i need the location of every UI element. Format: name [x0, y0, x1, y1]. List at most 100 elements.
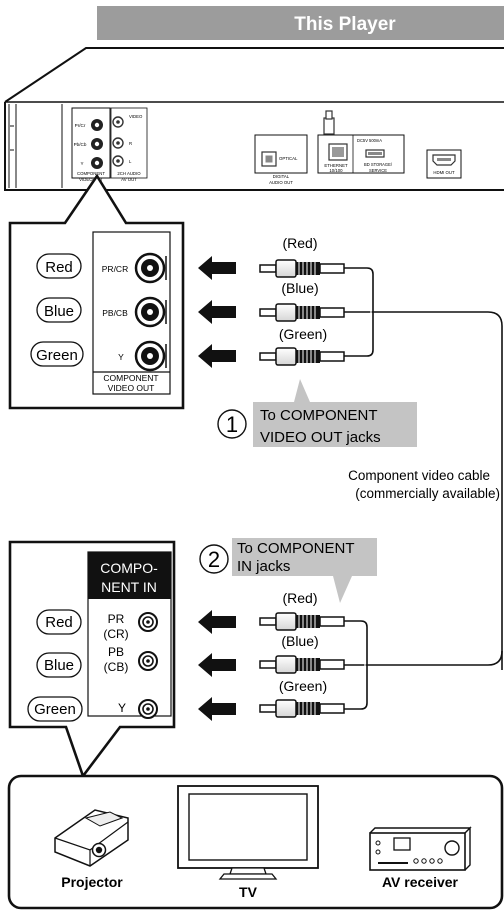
- color-pill: [36, 297, 82, 323]
- color-label-blue: Blue: [44, 657, 74, 674]
- arrow-left-icon: [198, 697, 236, 721]
- arrow-left-icon: [198, 653, 236, 677]
- callout-jack-blue: [134, 296, 166, 328]
- jack-label-pb: PB: [108, 645, 124, 659]
- step-text: To COMPONENT: [260, 407, 378, 424]
- digital-audio-label: AUDIO OUT: [269, 180, 293, 185]
- step-number: 1: [226, 412, 238, 437]
- optical-label: OPTICAL: [279, 156, 298, 161]
- arrow-left-icon: [198, 344, 236, 368]
- arrow-left-icon: [198, 256, 236, 280]
- step-text: IN jacks: [237, 558, 290, 575]
- cable-wire: [344, 267, 503, 357]
- header-title: This Player: [294, 14, 396, 35]
- antenna-icon: [323, 110, 335, 135]
- player-panel-label: VIDEO OUT: [79, 177, 103, 182]
- callout-jack-red: [134, 252, 166, 284]
- jack-label-pr-sub: (CR): [103, 627, 128, 641]
- player-jack-label: Y: [80, 161, 83, 166]
- plug-label-green: (Green): [279, 326, 327, 342]
- hdmi-label: HDMI OUT: [433, 170, 455, 175]
- cable-top: (Red) (Blue) (Green) 1: [217, 235, 503, 670]
- color-pill: [36, 253, 82, 279]
- player-audio-side: L: [129, 159, 132, 164]
- rca-plug: [259, 259, 345, 278]
- player-panel-label: COMPONENT: [77, 171, 105, 176]
- player-video-label: VIDEO: [129, 114, 143, 119]
- header-banner: This Player: [97, 6, 504, 40]
- device-label-tv: TV: [239, 884, 258, 900]
- step-text: To COMPONENT: [237, 540, 355, 557]
- color-label-blue: Blue: [44, 303, 74, 320]
- plug-label-green: (Green): [279, 678, 327, 694]
- usb-port-icon: [365, 149, 385, 158]
- player-body: [4, 47, 504, 191]
- jack-label-y: Y: [118, 701, 126, 715]
- device-jack-red: [138, 612, 158, 632]
- panel-header: [88, 552, 171, 599]
- rca-plug: [259, 612, 345, 631]
- color-pill: [30, 341, 84, 367]
- device-label-projector: Projector: [61, 874, 123, 890]
- step-number-circle: [217, 409, 247, 439]
- player-jack-pb: [91, 138, 103, 150]
- device-jack-green: [138, 699, 158, 719]
- arrow-left-icon: [198, 610, 236, 634]
- step-callout-bottom: [232, 538, 377, 603]
- player-video-jack: [112, 116, 124, 128]
- usb-power-label: DC5V 500mA: [357, 138, 382, 143]
- ethernet-label: 10/100: [329, 168, 343, 173]
- device-label-av-receiver: AV receiver: [382, 874, 459, 890]
- color-label-red: Red: [45, 259, 73, 276]
- rca-plug: [259, 347, 345, 366]
- device-component-in-panel: COMPO- NENT IN PR (CR) PB (CB) Y: [87, 551, 172, 719]
- player-audio-side: R: [129, 141, 132, 146]
- ethernet-port-icon: [328, 143, 348, 161]
- device-callout-pills: Red Blue Green: [27, 609, 83, 722]
- player-component-out: Pr/Cr Pb/Cb Y COMPONENT VIDEO OUT VIDEO …: [71, 107, 148, 182]
- player-audio-jack-r: [112, 137, 124, 149]
- player-jack-label: Pr/Cr: [75, 123, 86, 128]
- callout-jack-green: [134, 340, 166, 372]
- device-jack-blue: [138, 651, 158, 671]
- callout-panel-title: VIDEO OUT: [108, 383, 155, 393]
- ethernet-label: ETHERNET: [324, 163, 348, 168]
- arrow-left-icon: [198, 300, 236, 324]
- color-pill: [27, 696, 83, 722]
- hdmi-port-icon: [432, 154, 456, 166]
- rca-plug: [259, 699, 345, 718]
- player-audio-label: AV OUT: [121, 177, 137, 182]
- optical-port-icon: [261, 151, 277, 167]
- color-pill: [36, 609, 82, 635]
- plug-label-blue: (Blue): [281, 633, 318, 649]
- player-jack-pr: [91, 119, 103, 131]
- arrows-to-player: [198, 256, 236, 368]
- player-jack-label: Pb/Cb: [74, 142, 87, 147]
- digital-audio-label: DIGITAL: [273, 174, 290, 179]
- jack-label-y: Y: [118, 352, 124, 362]
- color-label-red: Red: [45, 614, 73, 631]
- step-callout-top: [253, 379, 417, 447]
- rca-plug: [259, 655, 345, 674]
- player-audio-label: 2CH AUDIO: [117, 171, 141, 176]
- player-jack-y: [91, 157, 103, 169]
- step-text: VIDEO OUT jacks: [260, 429, 381, 446]
- bd-storage-label: SERVICE: [369, 168, 387, 173]
- color-label-green: Green: [34, 701, 76, 718]
- cable-wire: [344, 620, 503, 710]
- rca-plug: [259, 303, 345, 322]
- cable-note: (commercially available): [355, 486, 500, 501]
- callout-panel-title: COMPONENT: [103, 373, 158, 383]
- panel-title: NENT IN: [101, 579, 157, 595]
- jack-label-pb-sub: (CB): [104, 660, 129, 674]
- step-number-circle: [199, 544, 229, 574]
- color-pill: [36, 652, 82, 678]
- step-number: 2: [208, 547, 220, 572]
- bd-storage-label: BD STORAGE/: [364, 162, 393, 167]
- jack-label-pr: PR: [108, 612, 125, 626]
- plug-label-red: (Red): [282, 235, 317, 251]
- cable-bottom: 2 To COMPONENT IN jacks (Red) (Blue) (Gr…: [199, 538, 503, 718]
- jack-label-pb: PB/CB: [102, 308, 128, 318]
- cable-name: Component video cable: [348, 468, 490, 483]
